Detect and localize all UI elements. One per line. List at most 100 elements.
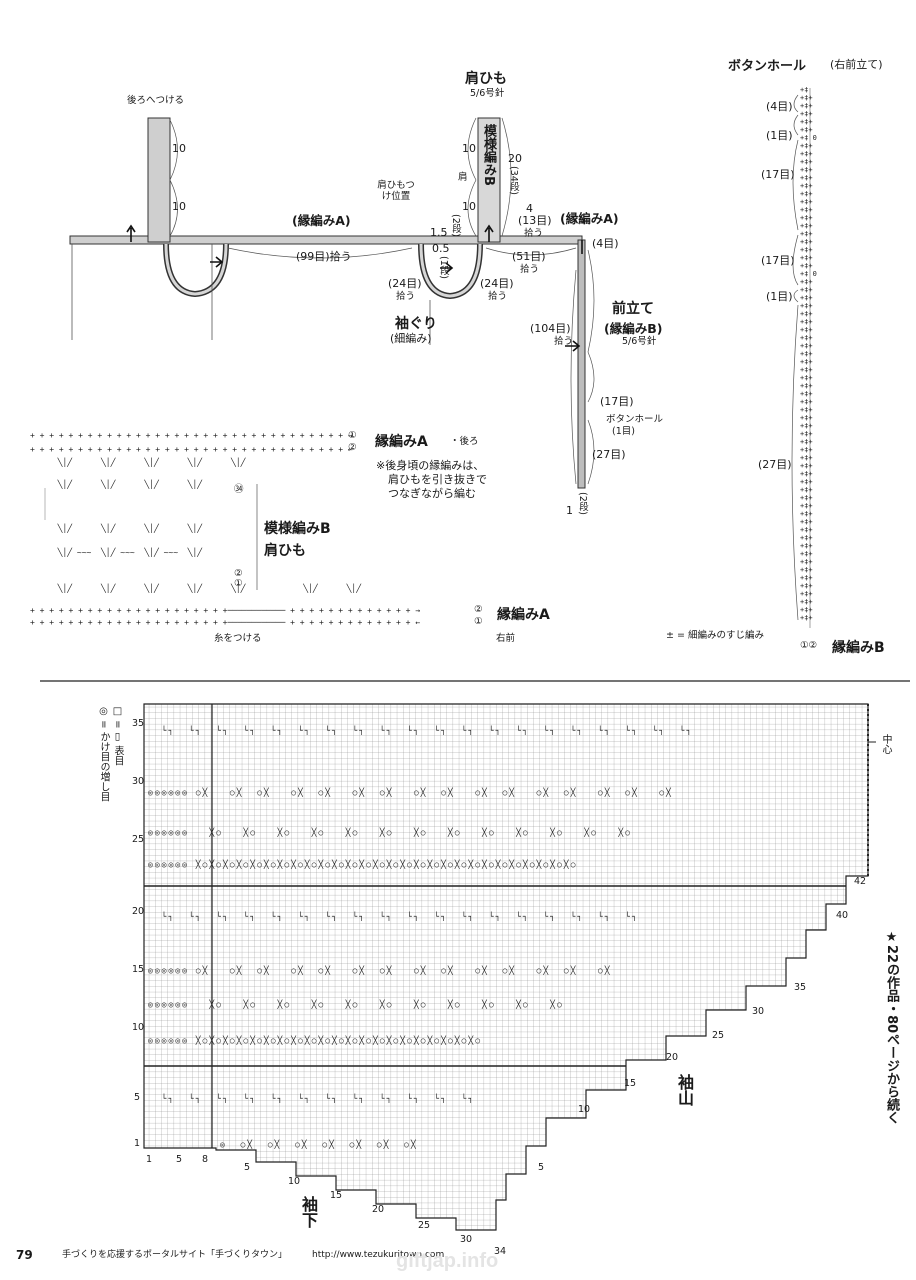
edge-a-left-label: (縁編みA) xyxy=(292,213,351,228)
front-band-sub: (縁編みB) xyxy=(604,321,663,336)
diag-lower-25: 25 xyxy=(418,1220,431,1231)
buttonhole-4me: (4目) xyxy=(766,100,793,113)
col-num-5: 5 xyxy=(176,1154,183,1165)
stitch-note: ± = 細編みのすじ編み xyxy=(666,630,764,641)
edge-b-title: 縁編みB xyxy=(832,640,885,656)
dim-1dan: (1段) xyxy=(438,256,449,279)
edge-a-note2: 肩ひもを引き抜きで xyxy=(388,473,487,486)
armhole-sub: (細編み) xyxy=(390,332,432,345)
underarm-label: 袖下 xyxy=(299,1196,318,1228)
chart-legend-knit: □ = ▯ 表目 xyxy=(112,706,123,766)
diag-upper-42: 42 xyxy=(854,876,867,887)
buttonhole-27me: (27目) xyxy=(758,458,792,471)
diag-upper-20: 20 xyxy=(666,1052,679,1063)
dim-24a: (24目) xyxy=(388,277,422,290)
chart-symbol-row-10: ◎ ○╳ ○╳ ○╳ ○╳ ○╳ ○╳ ○╳ xyxy=(220,1140,418,1149)
chart-symbol-row-9: └┐ └┐ └┐ └┐ └┐ └┐ └┐ └┐ └┐ └┐ └┐ └┐ xyxy=(148,1094,476,1103)
front-band-title: 前立て xyxy=(612,301,654,317)
edge-a2-title: 縁編みA xyxy=(497,607,550,623)
diag-upper-25: 25 xyxy=(712,1030,725,1041)
dim-104: (104目) xyxy=(530,322,571,335)
edge-a-note1: ※後身頃の縁編みは、 xyxy=(376,459,485,472)
buttonhole-1me-b: (1目) xyxy=(766,290,793,303)
stitch-row-a: + + + + + + + + + + + + + + + + + + + + … xyxy=(30,431,353,440)
chart-legend-yo: ◎ = かけ目の増し目 xyxy=(98,706,109,802)
chart-symbol-row-7: ◎◎◎◎◎◎ ╳○ ╳○ ╳○ ╳○ ╳○ ╳○ ╳○ ╳○ ╳○ ╳○ ╳○ xyxy=(148,1000,564,1009)
back-dim-10b: 10 xyxy=(172,200,186,213)
row-num-15: 15 xyxy=(132,964,145,975)
edge-a-title: 縁編みA xyxy=(375,434,428,450)
dim-51: (51目) xyxy=(512,250,546,263)
sleeve-cap-label: 袖山 xyxy=(675,1074,694,1106)
chart-symbol-row-8: ◎◎◎◎◎◎ ╳○╳○╳○╳○╳○╳○╳○╳○╳○╳○╳○╳○╳○╳○╳○╳○╳… xyxy=(148,1036,483,1045)
edge-a2-sub: 右前 xyxy=(496,633,516,644)
stitch-fans-4: ╲│╱ ~~~ ╲│╱ ~~~ ╲│╱ ~~~ ╲│╱ xyxy=(48,548,203,557)
continued-note: ★22の作品・80ページから続く xyxy=(884,930,899,1125)
strap-dim-10a: 10 xyxy=(462,142,476,155)
buttonhole-title: ボタンホール xyxy=(728,59,807,74)
pattern-b-row2: ② xyxy=(234,568,243,579)
edge-a2-row2: ② xyxy=(474,604,483,615)
buttonhole-stitches: +‡ +‡+ +‡+ +‡+ +‡+ +‡+ +‡ 0 +‡+ +‡+ +‡+ … xyxy=(800,86,817,622)
strap-dim-20: 20 xyxy=(508,152,522,165)
attach-yarn-label: 糸をつける xyxy=(214,633,262,644)
diag-upper-35: 35 xyxy=(794,982,807,993)
buttonhole-rows: ①② xyxy=(800,640,818,651)
chart-symbol-row-5: └┐ └┐ └┐ └┐ └┐ └┐ └┐ └┐ └┐ └┐ └┐ └┐ └┐ └… xyxy=(148,912,639,921)
dim-4: 4 xyxy=(526,202,533,215)
stitch-fans-1: ╲│╱ ╲│╱ ╲│╱ ╲│╱ ╲│╱ xyxy=(48,458,246,467)
chart-symbol-row-4: ◎◎◎◎◎◎ ╳○╳○╳○╳○╳○╳○╳○╳○╳○╳○╳○╳○╳○╳○╳○╳○╳… xyxy=(148,860,578,869)
dim-4me: (4目) xyxy=(592,237,619,250)
stitch-row-b: + + + + + + + + + + + + + + + + + + + + … xyxy=(30,445,353,454)
dim-104-pick: 拾う xyxy=(554,336,574,347)
watermark: giftjap.info xyxy=(396,1250,499,1272)
diag-upper-5: 5 xyxy=(538,1162,545,1173)
armhole-title: 袖ぐり xyxy=(395,316,437,332)
buttonhole-1me-a: (1目) xyxy=(766,129,793,142)
pattern-b-title: 模様編みB xyxy=(264,521,331,537)
dim-13-pick: 拾う xyxy=(524,228,544,239)
strap-shoulder: 肩 xyxy=(458,172,468,183)
dim-1: 1 xyxy=(566,504,573,517)
buttonhole-sub: (右前立て) xyxy=(830,58,883,71)
footer-url[interactable]: http://www.tezukuritown.com xyxy=(312,1250,445,1260)
stitch-fans-5: ╲│╱ ╲│╱ ╲│╱ ╲│╱ ╲│╱ ╲│╱ ╲│╱ xyxy=(48,584,362,593)
back-attach-label: 後ろへつける xyxy=(127,95,185,106)
row-num-5: 5 xyxy=(134,1092,141,1103)
stitch-fans-2: ╲│╱ ╲│╱ ╲│╱ ╲│╱ xyxy=(48,480,203,489)
dim-24a-pick: 拾う xyxy=(396,291,416,302)
row-num-25: 25 xyxy=(132,834,145,845)
diag-lower-10: 10 xyxy=(288,1176,301,1187)
buttonhole-1me: (1目) xyxy=(612,426,635,437)
row-num-10: 10 xyxy=(132,1022,145,1033)
strap-position-label: 肩ひもつけ位置 xyxy=(377,180,415,202)
chart-symbol-row-1: └┐ └┐ └┐ └┐ └┐ └┐ └┐ └┐ └┐ └┐ └┐ └┐ └┐ └… xyxy=(148,726,694,735)
strap-dim-34: (34段) xyxy=(508,166,519,196)
stitch-row-c: + + + + + + + + + + + + + + + + + + + + … xyxy=(30,606,421,615)
dim-24b-pick: 拾う xyxy=(488,291,508,302)
pattern-b-row34: ㉞ xyxy=(234,484,244,495)
footer-text: 手づくりを応援するポータルサイト「手づくりタウン」 xyxy=(62,1250,288,1260)
chart-symbol-row-3: ◎◎◎◎◎◎ ╳○ ╳○ ╳○ ╳○ ╳○ ╳○ ╳○ ╳○ ╳○ ╳○ ╳○ … xyxy=(148,828,632,837)
dim-24b: (24目) xyxy=(480,277,514,290)
stitch-fans-3: ╲│╱ ╲│╱ ╲│╱ ╲│╱ xyxy=(48,524,203,533)
edge-a2-row1: ① xyxy=(474,616,483,627)
stitch-row-d: + + + + + + + + + + + + + + + + + + + + … xyxy=(30,618,421,627)
dim-2dan: (2段) xyxy=(450,214,461,237)
buttonhole-17me-a: (17目) xyxy=(761,168,795,181)
dim-99: (99目)拾う xyxy=(296,250,352,263)
dim-17: (17目) xyxy=(600,395,634,408)
dim-2dan-b: (2段) xyxy=(577,492,588,515)
diag-upper-40: 40 xyxy=(836,910,849,921)
back-dim-10a: 10 xyxy=(172,142,186,155)
edge-a-right-label: (縁編みA) xyxy=(560,211,619,226)
col-num-8: 8 xyxy=(202,1154,209,1165)
buttonhole-17me-b: (17目) xyxy=(761,254,795,267)
row-num-20: 20 xyxy=(132,906,145,917)
pattern-b-title2: 肩ひも xyxy=(264,543,306,559)
strap-needle: 5/6号針 xyxy=(470,88,505,99)
row-num-30: 30 xyxy=(132,776,145,787)
diag-upper-30: 30 xyxy=(752,1006,765,1017)
